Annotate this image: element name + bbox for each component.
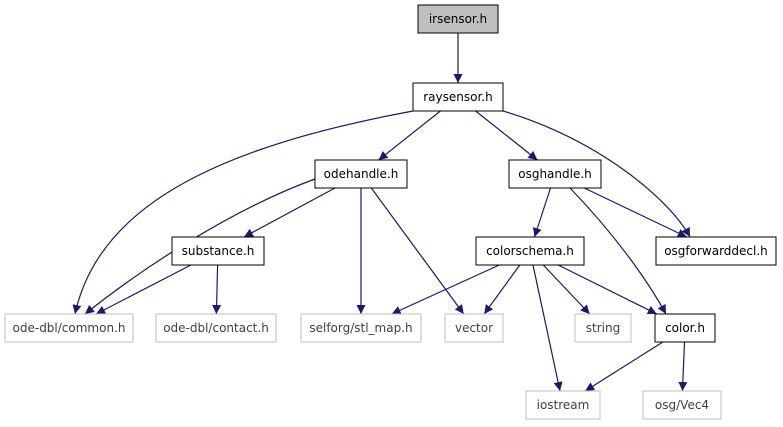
node-box-colorschema (475, 236, 585, 266)
node-box-substance (171, 236, 265, 266)
node-box-osghandle (508, 159, 602, 189)
edge-colorschema-to-color (557, 264, 658, 315)
node-label-colorschema: colorschema.h (486, 244, 574, 258)
edge-raysensor-to-osgforwarddecl (502, 110, 691, 238)
node-label-vector: vector (455, 321, 493, 335)
node-color[interactable]: color.h (654, 313, 716, 343)
node-box-vec4 (642, 390, 722, 420)
edge-color-to-vec4 (678, 341, 688, 392)
node-box-raysensor (412, 82, 504, 112)
edge-raysensor-to-common (72, 110, 414, 315)
node-vector: vector (444, 313, 504, 343)
edge-substance-to-contact (212, 264, 222, 315)
edges-layer (72, 33, 691, 392)
edge-colorschema-to-iostream (532, 264, 563, 392)
edge-osghandle-to-osgforwarddecl (584, 187, 687, 238)
node-label-substance: substance.h (182, 244, 255, 258)
node-box-vector (444, 313, 504, 343)
node-label-osgforwarddecl: osgforwarddecl.h (664, 244, 768, 258)
node-raysensor[interactable]: raysensor.h (412, 82, 504, 112)
node-substance[interactable]: substance.h (171, 236, 265, 266)
node-label-odehandle: odehandle.h (324, 167, 399, 181)
node-box-contact (155, 313, 277, 343)
edge-colorschema-to-stl_map (391, 264, 500, 315)
node-colorschema[interactable]: colorschema.h (475, 236, 585, 266)
node-string: string (574, 313, 632, 343)
node-box-color (654, 313, 716, 343)
node-box-osgforwarddecl (655, 236, 777, 266)
edge-osghandle-to-color (569, 187, 667, 315)
edge-substance-to-common (95, 264, 192, 315)
node-iostream: iostream (525, 390, 601, 420)
node-stl_map: selforg/stl_map.h (300, 313, 422, 343)
node-label-iostream: iostream (537, 398, 590, 412)
node-label-osghandle: osghandle.h (518, 167, 592, 181)
node-box-common (4, 313, 134, 343)
node-box-stl_map (300, 313, 422, 343)
node-osghandle[interactable]: osghandle.h (508, 159, 602, 189)
node-box-iostream (525, 390, 601, 420)
edge-odehandle-to-vector (370, 187, 465, 315)
node-label-color: color.h (665, 321, 705, 335)
node-box-irsensor (417, 4, 499, 34)
node-box-odehandle (314, 159, 408, 189)
edge-raysensor-to-osghandle (475, 110, 538, 161)
node-common: ode-dbl/common.h (4, 313, 134, 343)
edge-colorschema-to-string (542, 264, 591, 315)
node-odehandle[interactable]: odehandle.h (314, 159, 408, 189)
nodes-layer: irsensor.h raysensor.h odehandle.h osghandl… (4, 4, 777, 420)
node-contact: ode-dbl/contact.h (155, 313, 277, 343)
node-label-string: string (586, 321, 620, 335)
edge-odehandle-to-substance (243, 187, 336, 238)
node-label-raysensor: raysensor.h (423, 90, 492, 104)
node-osgforwarddecl[interactable]: osgforwarddecl.h (655, 236, 777, 266)
node-box-string (574, 313, 632, 343)
node-label-irsensor: irsensor.h (429, 12, 487, 26)
edge-color-to-iostream (584, 341, 664, 392)
node-label-vec4: osg/Vec4 (655, 398, 709, 412)
node-label-contact: ode-dbl/contact.h (163, 321, 269, 335)
node-vec4: osg/Vec4 (642, 390, 722, 420)
edge-raysensor-to-odehandle (378, 110, 441, 161)
node-label-stl_map: selforg/stl_map.h (309, 321, 412, 335)
edge-osghandle-to-colorschema (533, 187, 552, 238)
node-irsensor[interactable]: irsensor.h (417, 4, 499, 34)
edge-colorschema-to-vector (483, 264, 521, 315)
node-label-common: ode-dbl/common.h (13, 321, 126, 335)
